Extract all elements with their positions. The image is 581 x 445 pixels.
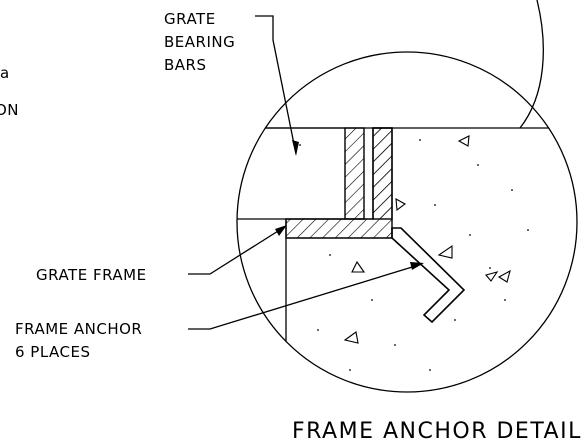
- frame-anchor-label-line1: FRAME ANCHOR: [15, 320, 142, 338]
- grate-frame-arrowhead: [275, 225, 287, 236]
- detail-section-contents: [237, 127, 577, 392]
- bearing-bars-leader: [255, 15, 297, 155]
- grate-bearing-bars-label-line2: BEARING: [164, 33, 235, 51]
- concrete-aggregate: [299, 139, 529, 371]
- cut-off-text-fragment-2: ON: [0, 101, 19, 119]
- bearing-bars-arrowhead: [292, 140, 299, 156]
- detail-title: FRAME ANCHOR DETAIL: [292, 419, 581, 444]
- frame-anchor-label-line2: 6 PLACES: [15, 343, 91, 361]
- concrete-triangles: [343, 135, 511, 344]
- bearing-bar-left: [344, 127, 365, 220]
- grate-frame-leader: [188, 225, 287, 275]
- frame-anchor-arrowhead: [410, 262, 424, 270]
- frame-anchor-bar: [391, 227, 466, 324]
- grate-bearing-bars-label-line3: BARS: [164, 56, 207, 74]
- cut-off-text-fragment-1: a: [0, 64, 10, 82]
- detail-circle: [236, 51, 578, 393]
- grate-frame-label: GRATE FRAME: [36, 266, 147, 284]
- frame-anchor-leader: [188, 263, 423, 330]
- detail-bubble-arc: [519, 0, 544, 129]
- grate-frame-angle: [285, 127, 393, 239]
- grate-bearing-bars-label-line1: GRATE: [164, 10, 216, 28]
